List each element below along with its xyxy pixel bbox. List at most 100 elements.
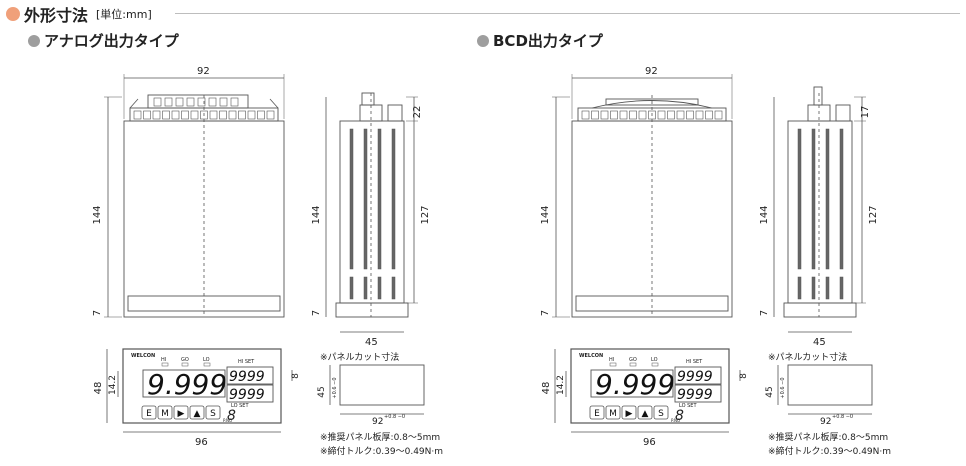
go-lamp [181,362,189,367]
connector-pin [164,97,173,107]
section-title-analog: アナログ出力タイプ [28,30,179,51]
display-height-label: 14.2 [108,375,118,395]
side-latch [387,104,403,122]
terminal-cell [152,110,161,120]
terminal-cell [238,110,246,120]
sub-display-lo: 9999 [229,387,265,403]
terminal-cell [581,110,590,120]
sub-display-hi [674,366,722,385]
hi-lamp [609,362,617,367]
panel-button-0: E [146,409,152,419]
side-vent [839,128,844,270]
side-vent [363,128,368,270]
panel-button-2: ▶ [626,409,633,419]
terminal-cell [714,110,723,120]
main-display-frame [590,369,674,398]
panel-button-4: S [210,409,216,419]
panel-width-label: 96 [195,437,208,448]
terminal-cell [247,110,256,120]
section-title-bcd: BCD出力タイプ [477,30,603,51]
side-body-label: 127 [868,205,879,224]
side-vent [825,276,830,300]
panel-button-2: ▶ [178,409,185,419]
side-vent [391,128,396,270]
side-bottom-label: 7 [759,310,770,316]
cutout-width-label: 92 [820,417,831,427]
cutout-width-tol: +0.8 −0 [832,414,853,420]
panel-width-label: 96 [643,437,656,448]
bank-digit: 8 [675,408,684,424]
cutout-height-label: 45 [765,386,775,397]
brand-logo: WELCON [131,353,155,359]
bcd-connector-cover [591,100,713,109]
hi-set-label: HI SET [686,359,703,365]
side-top-label: 17 [860,106,871,119]
front-bezel [127,295,281,312]
bcd-connector [605,98,699,106]
panel-button-frame [589,405,605,420]
connector-block [147,94,249,109]
bottom-label: 7 [92,310,103,316]
lo-lamp [203,362,211,367]
panel-button-3: ▲ [642,409,649,419]
sub-display-lo: 9999 [677,387,713,403]
cutout-note: ※パネルカット寸法 [320,351,399,363]
cutout-note: ※パネルカット寸法 [768,351,847,363]
note-panel-thickness: ※推奨パネル板厚:0.8～5mm [768,431,888,443]
side-vent [811,128,816,270]
section-bullet-icon [28,34,40,47]
panel-button-4: S [658,409,664,419]
cutout-width-tol: +0.8 −0 [384,414,405,420]
offset-label: 8 [291,373,301,379]
go-label: GO [181,357,189,363]
width-label: 92 [197,66,210,77]
panel-button-0: E [594,409,600,419]
terminal-cell [209,110,218,120]
connector-pin [230,97,239,107]
connector-pin [153,97,162,107]
terminal-cell [610,110,618,120]
terminal-cell [676,110,685,120]
terminal-cell [600,110,609,120]
panel-button-1: M [161,409,169,419]
terminal-cell [705,110,713,120]
terminal-cell [667,110,675,120]
side-latch [835,104,851,122]
panel-button-frame [205,405,221,420]
terminal-cell [591,110,599,120]
terminal-cell [266,110,275,120]
cutout-height-label: 45 [317,386,327,397]
panel-button-frame [621,405,637,420]
terminal-cell [190,110,199,120]
panel-button-frame [605,405,621,420]
hi-label: HI [161,357,166,363]
lo-label: LO [203,357,210,363]
title-bullet-icon [6,7,20,21]
connector-pin [219,97,228,107]
width-label: 92 [645,66,658,77]
panel-front [122,348,282,424]
connector-pin [208,97,217,107]
side-vent [377,128,382,270]
unit-label: [単位:mm] [96,8,152,21]
title-text: 外形寸法 [24,6,89,25]
terminal-cell [162,110,170,120]
panel-button-frame [189,405,205,420]
panel-button-frame [157,405,173,420]
height-label: 144 [92,205,103,224]
terminal-cell [619,110,628,120]
bank-digit: 8 [227,408,236,424]
side-vent [839,276,844,300]
side-vent [349,276,354,300]
panel-height-label: 48 [93,382,104,395]
terminal-cell [257,110,265,120]
depth-label: 45 [365,337,378,348]
offset-label: 8 [739,373,749,379]
side-height-label: 144 [311,205,322,224]
panel-button-frame [637,405,653,420]
sub-display-hi [226,366,274,385]
cutout-width-label: 92 [372,417,383,427]
